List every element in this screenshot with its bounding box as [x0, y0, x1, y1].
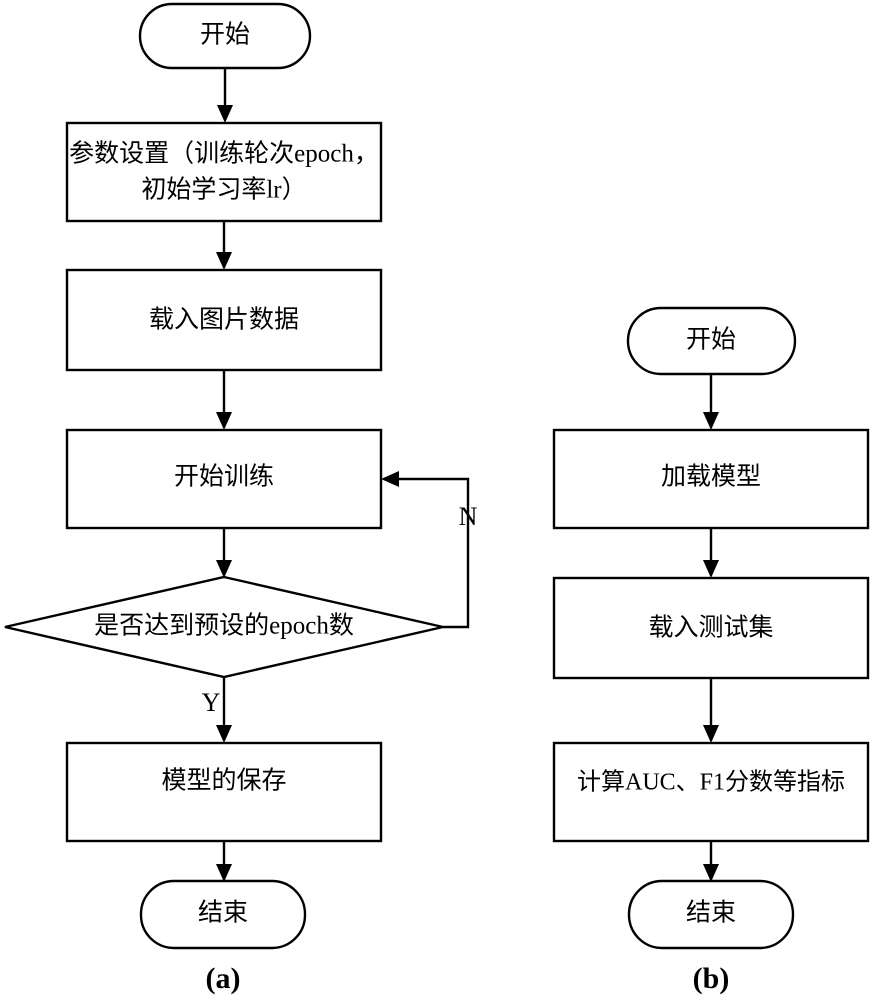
- panel-b-load-model-label: 加载模型: [661, 463, 761, 491]
- panel-a-load-data-shape: [65, 268, 383, 372]
- panel-a-start-training-label: 开始训练: [174, 463, 274, 491]
- panel-a-start-training-node: 开始训练: [65, 428, 383, 530]
- panel-b-metrics-shape: [552, 741, 870, 843]
- panel-a-end-shape: [139, 879, 307, 950]
- panel-b-connector-metrics-to-end: [703, 841, 719, 882]
- panel-b-caption: (b): [693, 962, 730, 995]
- panel-a-save-model-shape: [65, 741, 383, 843]
- panel-a-connector-params-to-loaddata: [216, 221, 232, 270]
- panel-b-start-node: 开始: [626, 306, 797, 376]
- panel-b-connector-start-to-loadmodel: [703, 374, 719, 430]
- panel-a-save-model-label: 模型的保存: [161, 767, 286, 795]
- panel-b-load-testset-node: 载入测试集: [552, 576, 870, 680]
- panel-a-connector-loaddata-to-train: [216, 370, 232, 430]
- panel-a-start-label: 开始: [200, 21, 250, 49]
- panel-a-params-label-line1: 参数设置（训练轮次epoch，: [69, 140, 379, 168]
- panel-a-branch-label-no: N: [459, 502, 478, 531]
- panel-a-end-node: 结束: [139, 879, 307, 950]
- panel-b-end-shape: [627, 879, 795, 950]
- panel-b-end-node: 结束: [627, 879, 795, 950]
- panel-b-load-testset-label: 载入测试集: [648, 614, 773, 642]
- panel-a-decision-node: 是否达到预设的epoch数: [4, 575, 444, 679]
- panel-b-load-testset-shape: [552, 576, 870, 680]
- panel-b-end-label: 结束: [686, 899, 736, 927]
- panel-b-metrics-label: 计算AUC、F1分数等指标: [577, 769, 845, 796]
- panel-a-connector-start-to-params: [217, 68, 233, 123]
- panel-b-connector-loadmodel-to-testset: [703, 528, 719, 578]
- panel-a-connector-train-to-decision: [216, 528, 232, 578]
- panel-b-load-model-shape: [552, 428, 870, 530]
- panel-a-params-label-line2: 初始学习率lr）: [141, 176, 306, 204]
- panel-b-load-model-node: 加载模型: [552, 428, 870, 530]
- panel-b-start-label: 开始: [686, 326, 736, 354]
- panel-a-decision-label: 是否达到预设的epoch数: [94, 612, 354, 640]
- panel-a-start-node: 开始: [138, 2, 312, 70]
- panel-b-metrics-node: 计算AUC、F1分数等指标: [552, 741, 870, 843]
- panel-a-params-shape: [65, 121, 383, 223]
- panel-a-connector-no-loop: N: [381, 471, 478, 629]
- panel-a-connector-yes-to-save: Y: [202, 677, 232, 743]
- panel-a-load-data-node: 载入图片数据: [65, 268, 383, 372]
- panel-a-params-node: 参数设置（训练轮次epoch， 初始学习率lr）: [65, 121, 383, 223]
- panel-a-connector-save-to-end: [216, 841, 232, 882]
- panel-a-load-data-label: 载入图片数据: [149, 306, 299, 334]
- panel-a-caption: (a): [206, 962, 241, 995]
- panel-b-connector-testset-to-metrics: [703, 678, 719, 743]
- panel-a-end-label: 结束: [198, 899, 248, 927]
- panel-a-save-model-node: 模型的保存: [65, 741, 383, 843]
- panel-a-branch-label-yes: Y: [202, 688, 221, 717]
